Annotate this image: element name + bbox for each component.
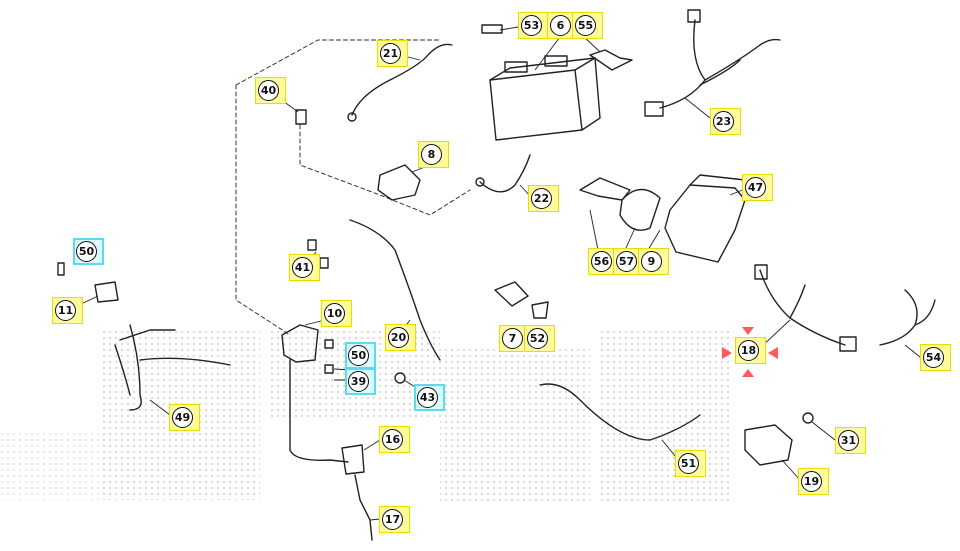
callout-49[interactable]: 49 [169, 404, 200, 431]
callout-53[interactable]: 53 [518, 12, 549, 39]
callout-label: 16 [382, 429, 403, 450]
callout-43-selected[interactable]: 43 [414, 384, 445, 411]
callout-label: 20 [388, 327, 409, 348]
callout-label: 50 [348, 345, 369, 366]
callout-label: 47 [745, 177, 766, 198]
callout-47[interactable]: 47 [742, 174, 773, 201]
callout-20[interactable]: 20 [385, 324, 416, 351]
callout-label: 57 [616, 251, 637, 272]
callout-16[interactable]: 16 [379, 426, 410, 453]
callout-8[interactable]: 8 [418, 141, 449, 168]
callout-18-hovered[interactable]: 18 [735, 337, 766, 364]
callout-label: 7 [502, 328, 523, 349]
callout-label: 41 [292, 257, 313, 278]
callout-54[interactable]: 54 [920, 344, 951, 371]
callout-label: 53 [521, 15, 542, 36]
callout-41[interactable]: 41 [289, 254, 320, 281]
callout-22[interactable]: 22 [528, 185, 559, 212]
callout-17[interactable]: 17 [379, 506, 410, 533]
callout-label: 18 [738, 340, 759, 361]
callout-label: 52 [527, 328, 548, 349]
callout-label: 6 [550, 15, 571, 36]
callout-label: 51 [678, 453, 699, 474]
callout-label: 9 [641, 251, 662, 272]
arrow-up-icon [742, 369, 754, 377]
callout-23[interactable]: 23 [710, 108, 741, 135]
callout-50-selected-2[interactable]: 50 [345, 342, 376, 369]
callout-label: 22 [531, 188, 552, 209]
callout-label: 40 [258, 80, 279, 101]
callout-10[interactable]: 10 [321, 300, 352, 327]
callout-label: 23 [713, 111, 734, 132]
callout-19[interactable]: 19 [798, 468, 829, 495]
callout-label: 39 [348, 371, 369, 392]
callout-31[interactable]: 31 [835, 427, 866, 454]
callout-52[interactable]: 52 [524, 325, 555, 352]
callout-label: 50 [76, 241, 97, 262]
callout-9[interactable]: 9 [638, 248, 669, 275]
arrow-down-icon [742, 327, 754, 335]
callout-label: 54 [923, 347, 944, 368]
callout-label: 17 [382, 509, 403, 530]
callout-50-selected[interactable]: 50 [73, 238, 104, 265]
callout-label: 49 [172, 407, 193, 428]
callout-label: 56 [591, 251, 612, 272]
callout-label: 43 [417, 387, 438, 408]
callout-label: 11 [55, 300, 76, 321]
arrow-right-icon [722, 347, 732, 359]
callout-label: 19 [801, 471, 822, 492]
callout-label: 10 [324, 303, 345, 324]
callout-21[interactable]: 21 [377, 40, 408, 67]
callout-label: 31 [838, 430, 859, 451]
arrow-left-icon [768, 347, 778, 359]
callout-39-selected[interactable]: 39 [345, 368, 376, 395]
callout-label: 8 [421, 144, 442, 165]
callout-55[interactable]: 55 [572, 12, 603, 39]
callout-40[interactable]: 40 [255, 77, 286, 104]
hover-indicator-arrows [722, 327, 778, 377]
callout-11[interactable]: 11 [52, 297, 83, 324]
callout-51[interactable]: 51 [675, 450, 706, 477]
callout-label: 21 [380, 43, 401, 64]
callout-label: 55 [575, 15, 596, 36]
